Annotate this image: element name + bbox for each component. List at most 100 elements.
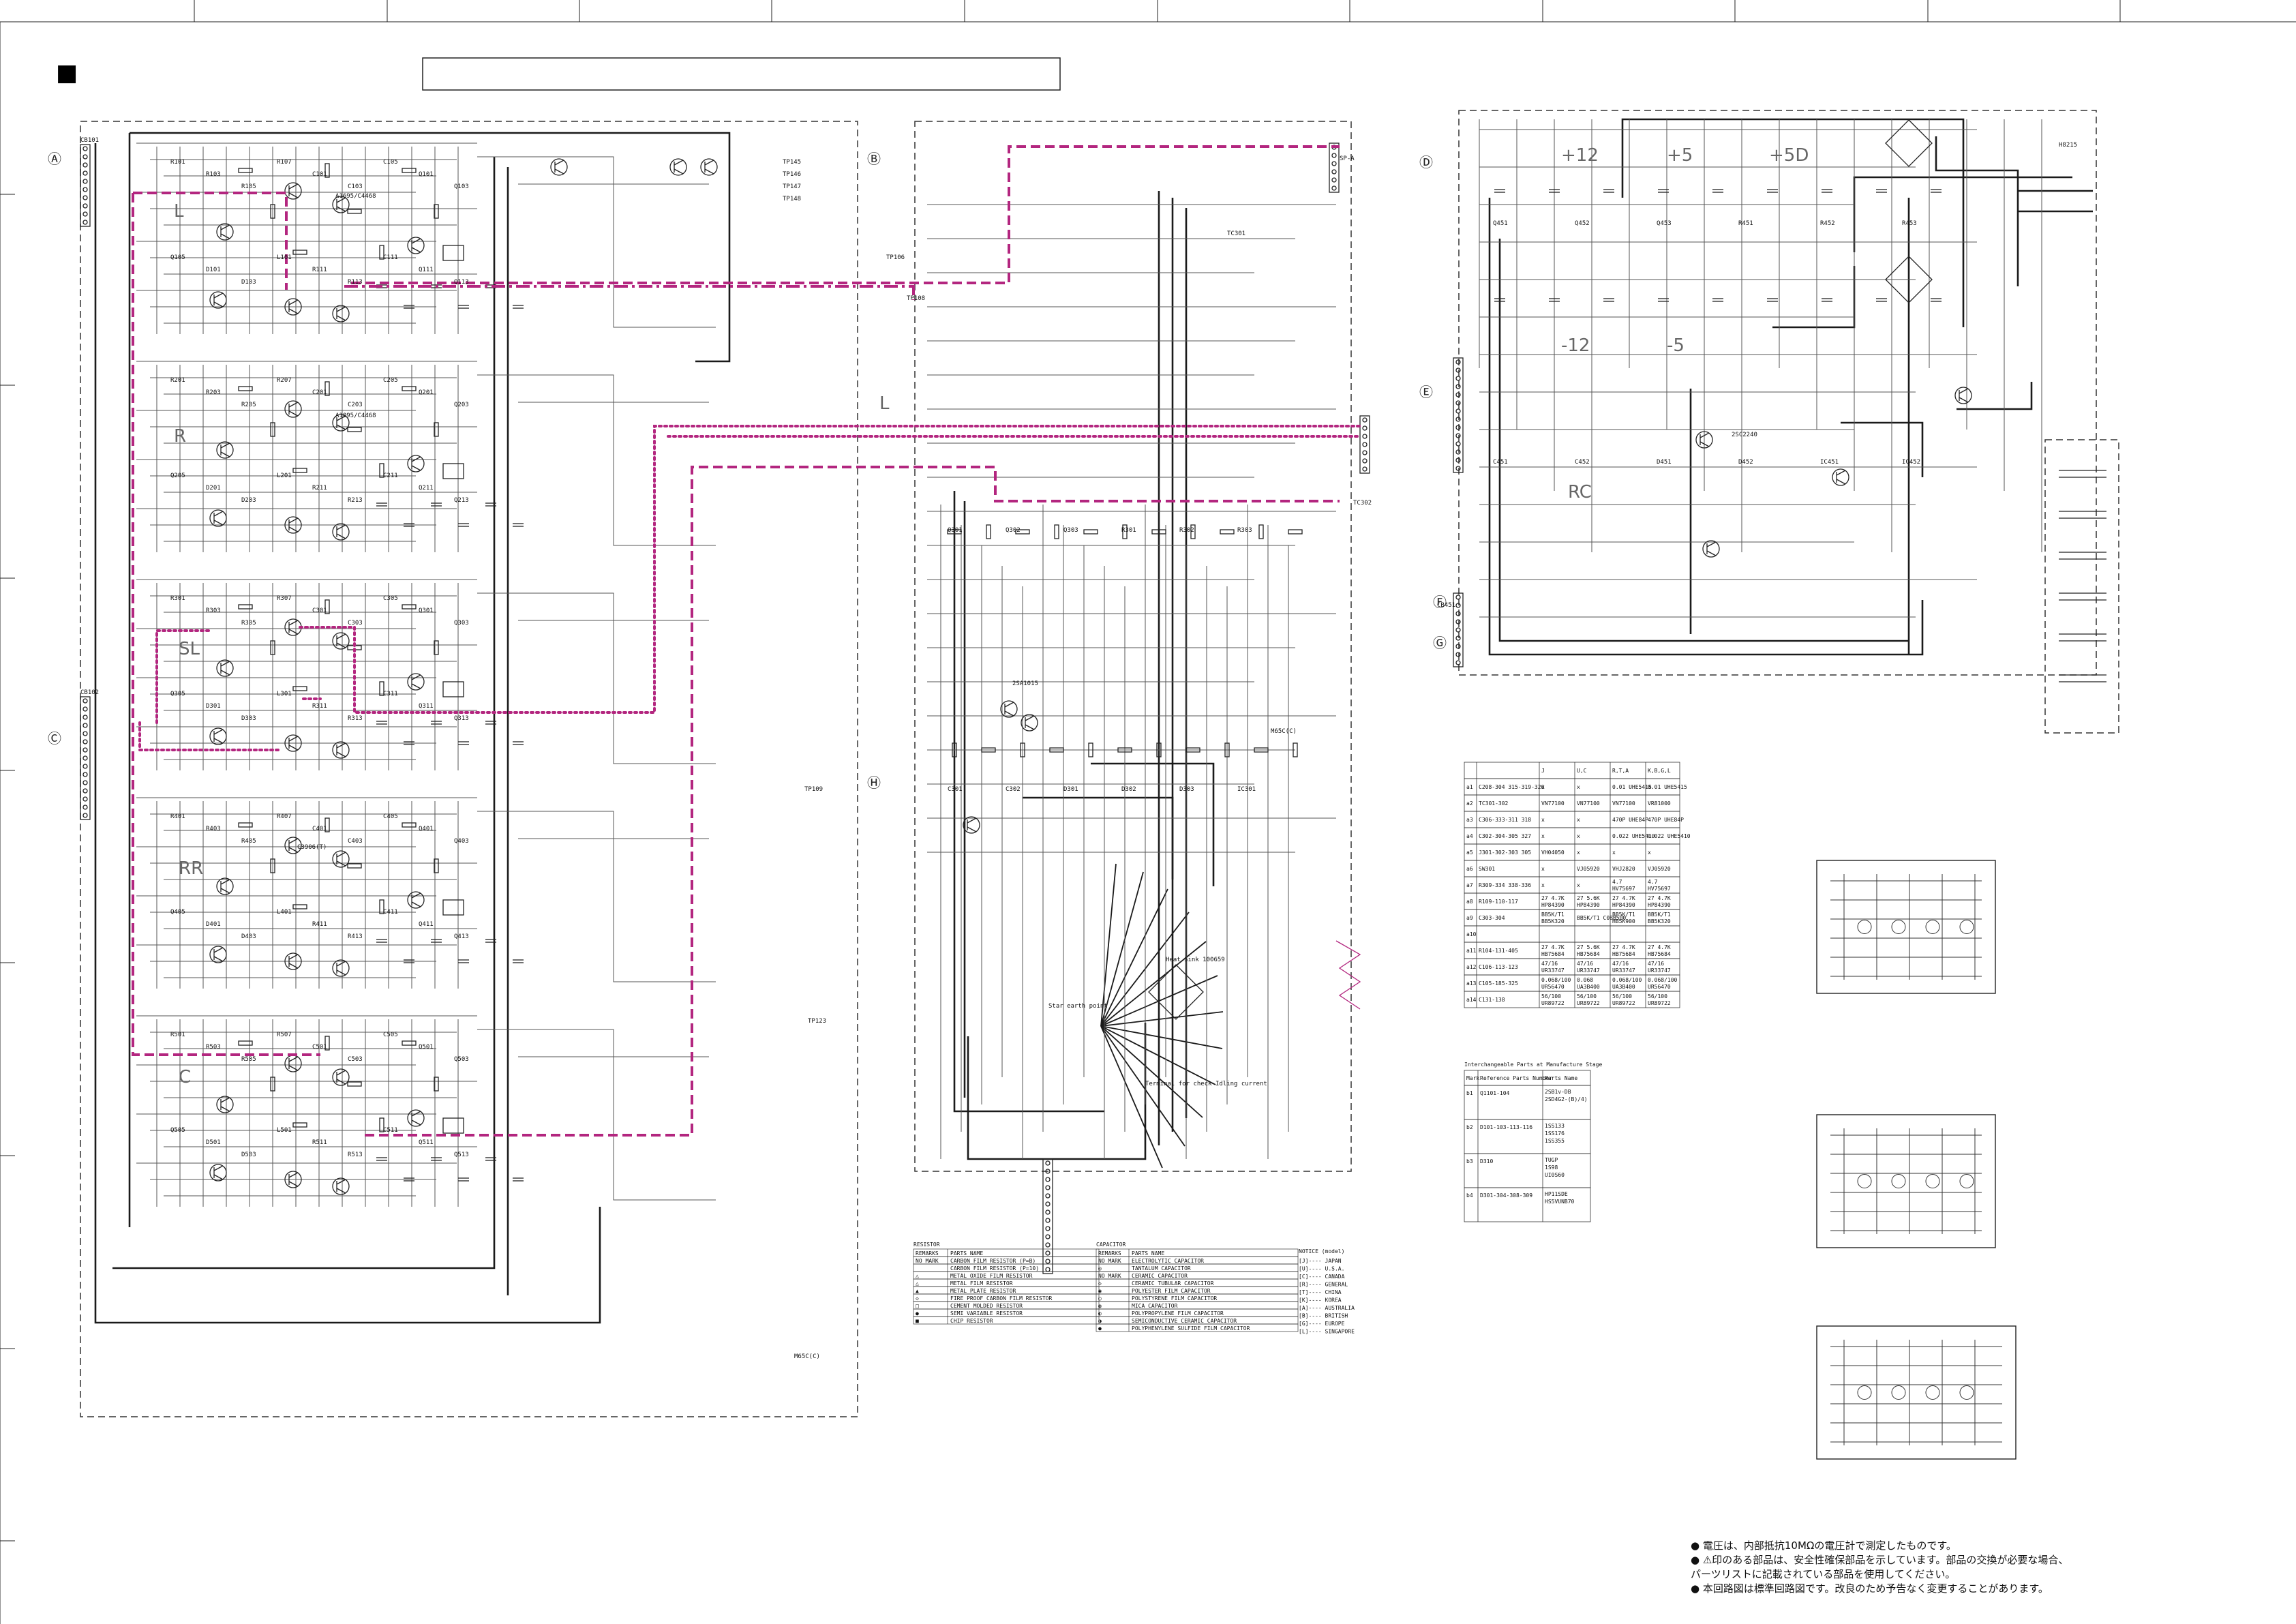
transistor-symbol xyxy=(220,224,230,230)
table-cell: UA3B400 xyxy=(1612,984,1635,990)
legend-mark: ◐ xyxy=(1098,1310,1102,1317)
table-cell: a6 xyxy=(1466,866,1473,872)
component-label: C103 xyxy=(348,183,363,190)
component-label: R305 xyxy=(241,620,256,627)
connector-pin xyxy=(1331,169,1337,175)
component-label: L501 xyxy=(277,1127,292,1134)
transistor-symbol xyxy=(407,891,425,909)
table-cell: 47/16 xyxy=(1648,961,1664,967)
connector-pin xyxy=(82,162,88,168)
connector-pin xyxy=(82,731,88,736)
connector-pin xyxy=(1455,433,1461,438)
table-cell: 0.01 UHE5415 xyxy=(1612,784,1652,790)
connector-pin xyxy=(1455,619,1461,625)
tp-label: TP109 xyxy=(804,786,823,793)
component-label: R405 xyxy=(241,838,256,845)
component-label: D203 xyxy=(241,497,256,504)
component-label: Q301 xyxy=(419,607,434,614)
transistor-symbol xyxy=(336,415,346,421)
transistor-symbol xyxy=(213,301,224,307)
transistor-symbol xyxy=(1025,715,1035,721)
resistor-symbol xyxy=(1122,524,1128,539)
notice-item: [B]---- BRITISH xyxy=(1299,1313,1348,1319)
table-cell: 470P UHE84P xyxy=(1648,817,1684,823)
rail-plus12: +12 xyxy=(1561,145,1599,166)
legend-row xyxy=(1096,1248,1299,1257)
legend-mark: ◎ xyxy=(1098,1265,1102,1272)
table-cell: 4.7 xyxy=(1612,879,1622,885)
resistor-symbol xyxy=(292,250,307,255)
resistor-symbol xyxy=(1049,747,1064,753)
connector-pin xyxy=(82,723,88,728)
transistor-symbol xyxy=(411,901,421,907)
notice-item: [G]---- EUROPE xyxy=(1299,1321,1345,1327)
legend-row xyxy=(1096,1263,1299,1272)
connector-body xyxy=(80,696,91,820)
component-label: R111 xyxy=(312,267,327,273)
table-cell: 0.01 UHE5415 xyxy=(1648,784,1687,790)
bus-wire xyxy=(967,1023,1147,1160)
table-cell: a3 xyxy=(1466,817,1473,823)
component-label: L101 xyxy=(277,254,292,261)
transistor-symbol xyxy=(213,738,224,744)
table-cell: HV75697 xyxy=(1648,886,1671,892)
legend-mark: ◇ xyxy=(1098,1280,1102,1287)
table-cell: UR56470 xyxy=(1541,984,1565,990)
transistor-symbol xyxy=(332,741,350,759)
bus-wire xyxy=(1935,136,2019,286)
table-cell: 1SS176 xyxy=(1545,1130,1565,1137)
component-label: R303 xyxy=(206,607,221,614)
japanese-notes: ● 電圧は、内部抵抗10MΩの電圧計で測定したものです。 ● ⚠印のある部品は、… xyxy=(1691,1539,2068,1595)
resistor-symbol xyxy=(238,386,253,391)
table-row xyxy=(1464,991,1680,1008)
component-label: Q101 xyxy=(419,171,434,178)
legend-mark: □ xyxy=(916,1303,919,1309)
component-label: Q105 xyxy=(170,254,185,261)
table-cell: a10 xyxy=(1466,931,1477,937)
table-cell: C106-113-123 xyxy=(1479,964,1518,970)
table-cell: 27 4.7K xyxy=(1612,895,1635,901)
section-letter: Ⓗ xyxy=(867,775,881,791)
table-cell: VN77100 xyxy=(1612,800,1635,807)
ic-diagram-3 xyxy=(1816,1325,2016,1460)
ic-internal-device xyxy=(1925,1385,1940,1400)
transistor-symbol xyxy=(288,963,299,969)
section-letter: Ⓑ xyxy=(867,151,881,167)
component-label: R213 xyxy=(348,497,363,504)
transistor-symbol xyxy=(336,742,346,749)
component-label: Q205 xyxy=(170,472,185,479)
component-label: D403 xyxy=(241,933,256,940)
table-cell: UR33747 xyxy=(1648,967,1671,974)
channel-label-l2: L xyxy=(879,393,890,414)
transistor-symbol xyxy=(332,959,350,977)
transistor-label: C3906(T) xyxy=(297,844,327,851)
table-cell: TUGP xyxy=(1545,1157,1558,1163)
connector-pin xyxy=(1455,441,1461,447)
amp-board-outline xyxy=(80,121,858,1417)
component-label: R411 xyxy=(312,921,327,928)
resistor-symbol xyxy=(402,386,417,391)
connector-pin xyxy=(1455,384,1461,389)
connector-cb101: CB101 xyxy=(80,137,99,144)
transistor-symbol xyxy=(216,1096,234,1113)
connector-pin xyxy=(1455,627,1461,633)
table-cell: 1S98 xyxy=(1545,1164,1558,1171)
table-cell: 56/100 xyxy=(1648,993,1667,999)
table-cell: D301-304-308-309 xyxy=(1480,1192,1532,1199)
component-label: R103 xyxy=(206,171,221,178)
resistor-symbol xyxy=(324,599,330,614)
resistor-symbol xyxy=(324,381,330,396)
earth-wire xyxy=(1100,863,1117,1027)
component-label: C105 xyxy=(383,159,398,166)
connector-pin xyxy=(82,220,88,225)
transistor-symbol xyxy=(213,292,224,299)
table-cell: VJ05920 xyxy=(1577,866,1600,872)
connector-sp-a: SP-A xyxy=(1340,155,1355,162)
table-cell: UR56470 xyxy=(1648,984,1671,990)
transistor-symbol xyxy=(288,526,299,532)
section-letter: Ⓐ xyxy=(48,151,61,167)
table-cell: UR33747 xyxy=(1612,967,1635,974)
table-cell: UR33747 xyxy=(1541,967,1565,974)
legend-mark: ◉ xyxy=(1098,1288,1102,1294)
transistor-symbol xyxy=(288,629,299,635)
